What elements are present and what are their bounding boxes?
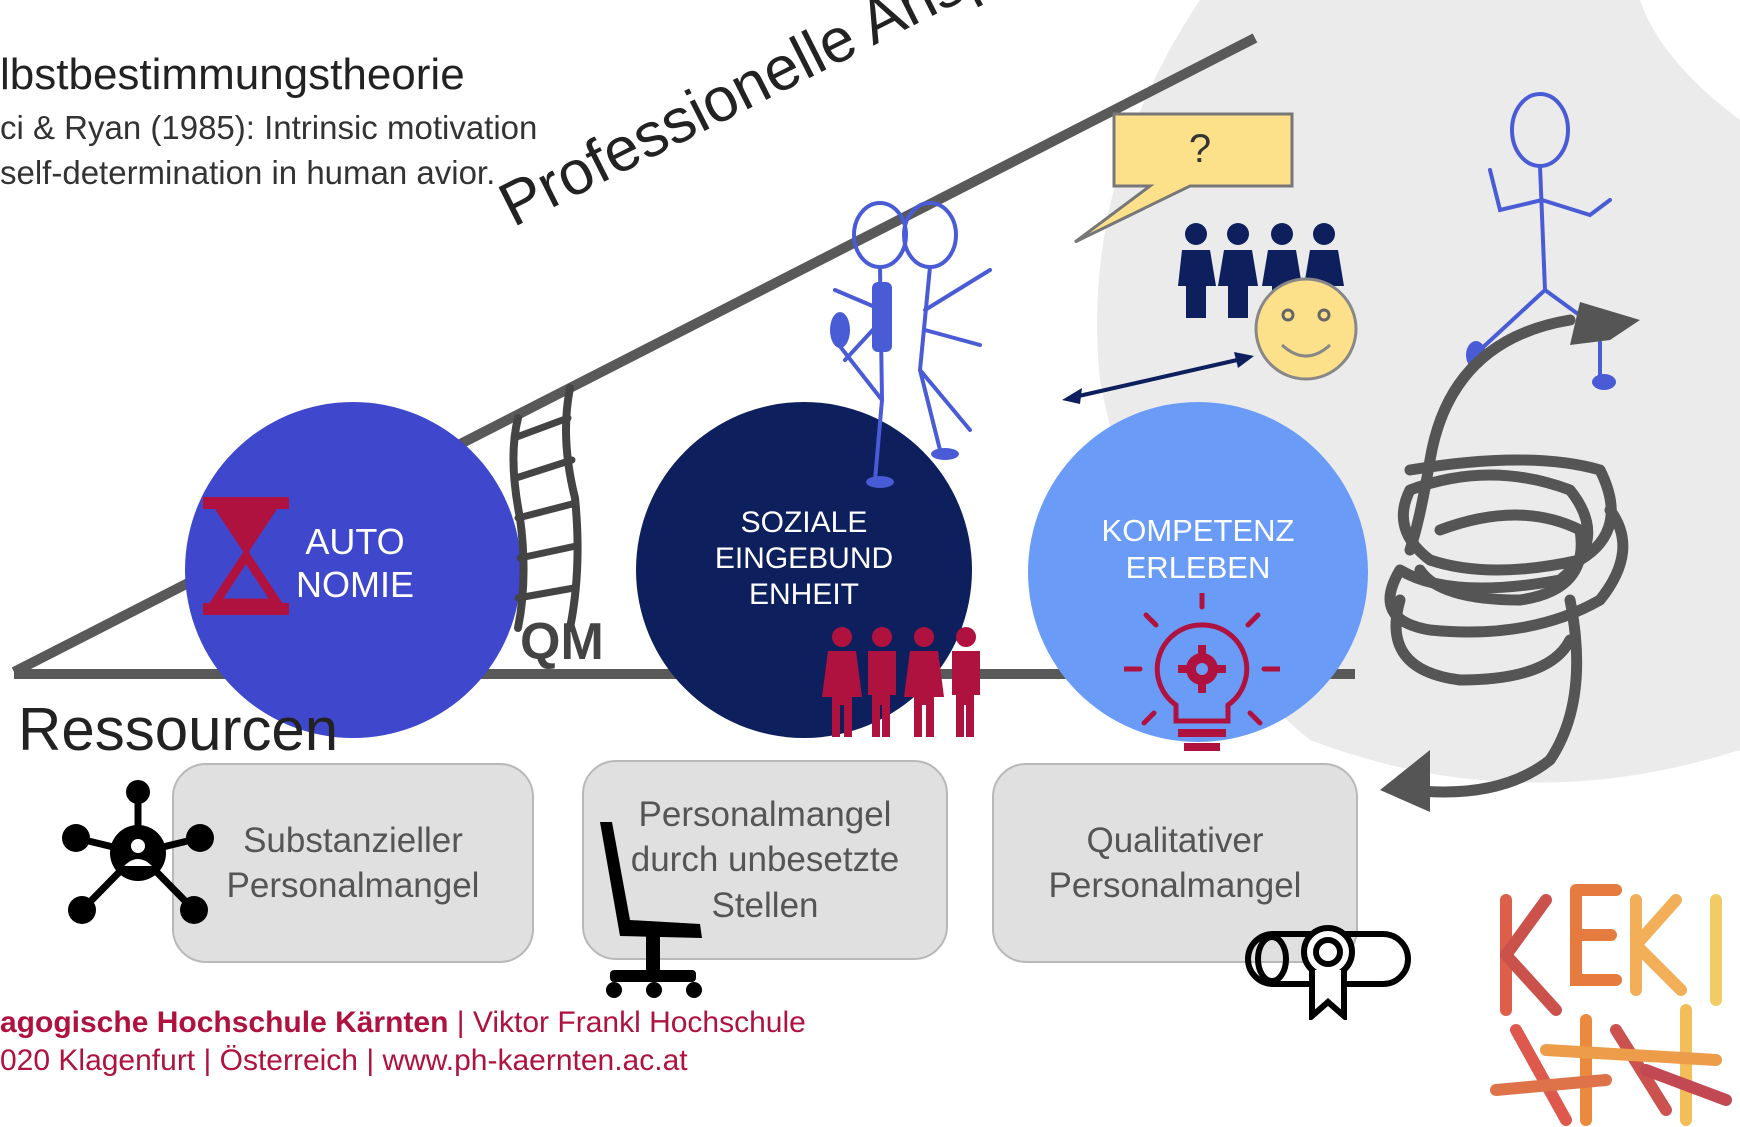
smiley-icon [1254, 277, 1358, 381]
scribble-arrow-icon [1380, 302, 1640, 812]
circle-autonomie-label: AUTO NOMIE [295, 521, 414, 606]
certificate-icon [1245, 925, 1411, 1020]
stick-figures-icon [830, 201, 992, 488]
hourglass-icon [203, 497, 289, 615]
family-icon [822, 627, 980, 737]
double-arrow-icon [1062, 352, 1254, 404]
box-substanzieller-label: Substanzieller Personalmangel [226, 820, 480, 906]
office-chair-icon [600, 822, 702, 998]
footer-org: agogische Hochschule Kärnten | Viktor Fr… [0, 1006, 806, 1040]
footer-org-rest: | Viktor Frankl Hochschule [448, 1006, 806, 1039]
circle-soziale-label: SOZIALE EINGEBUND ENHEIT [714, 506, 894, 611]
footer-address: 020 Klagenfurt | Österreich | www.ph-kae… [0, 1044, 688, 1077]
ladder-icon [509, 384, 582, 632]
footer-org-bold: agogische Hochschule Kärnten [0, 1006, 449, 1039]
letters-art-icon [1486, 860, 1740, 1127]
box-qualitativer-label: Qualitativer Personalmangel [1048, 820, 1302, 906]
subtitle: ci & Ryan (1985): Intrinsic motivation s… [0, 109, 538, 191]
network-person-icon [62, 780, 214, 924]
speech-bubble-text: ? [1188, 127, 1212, 171]
speech-bubble [1074, 112, 1294, 244]
box-unbesetzte-label: Personalmangel durch unbesetzte Stellen [630, 794, 900, 925]
ladder-label: QM [520, 613, 604, 671]
box-qualitativer: Qualitativer Personalmangel [992, 763, 1358, 963]
resources-label: Ressourcen [18, 696, 339, 763]
lightbulb-gear-icon [1124, 593, 1280, 751]
page-title: lbstbestimmungstheorie [0, 50, 465, 99]
running-figure-icon [1466, 92, 1616, 390]
box-substanzieller: Substanzieller Personalmangel [172, 763, 534, 963]
circle-kompetenz-label: KOMPETENZ ERLEBEN [1101, 513, 1295, 586]
